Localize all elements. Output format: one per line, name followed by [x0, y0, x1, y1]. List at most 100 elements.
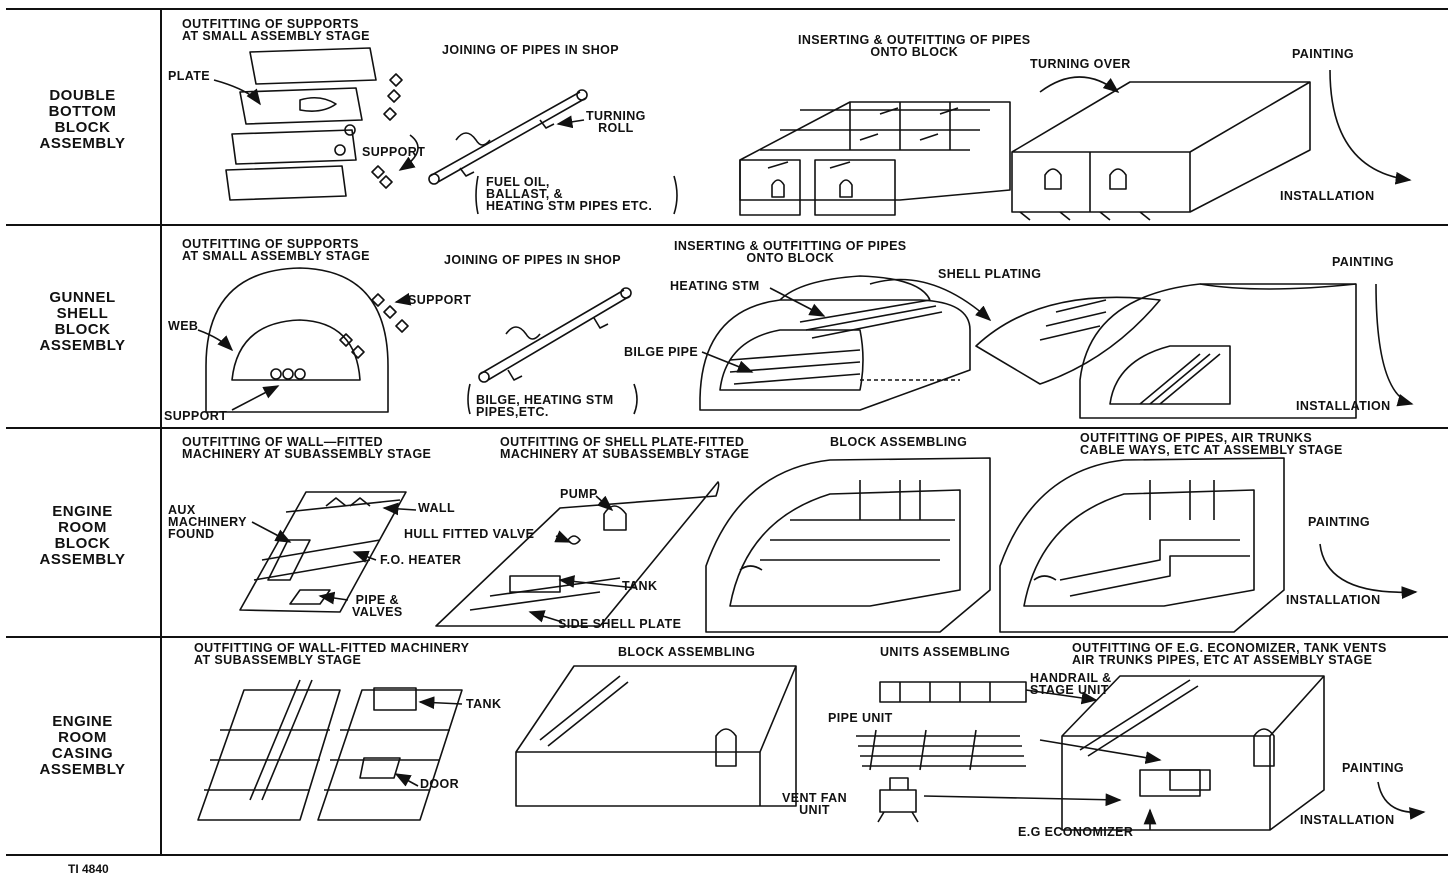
web-frame — [205, 267, 389, 413]
row-label-divider — [160, 8, 162, 856]
row-title-line: BOTTOM — [48, 103, 117, 120]
row-label-gunnel-shell: GUNNEL SHELL BLOCK ASSEMBLY — [10, 290, 155, 354]
caption-shell-plate-fitted: OUTFITTING OF SHELL PLATE-FITTED MACHINE… — [500, 435, 750, 461]
label-side-shell-plate: SIDE SHELL PLATE — [558, 617, 682, 631]
row-label-engine-room-block: ENGINE ROOM BLOCK ASSEMBLY — [10, 504, 155, 568]
units-assembly — [856, 681, 1027, 823]
label-installation-1: INSTALLATION — [1280, 189, 1375, 203]
supports-chain — [371, 73, 403, 189]
label-wall: WALL — [418, 501, 456, 515]
label-vent-fan-unit: VENT FAN UNIT — [782, 791, 848, 817]
label-door: DOOR — [420, 777, 460, 791]
caption-outfit-supports-2: OUTFITTING OF SUPPORTS AT SMALL ASSEMBLY… — [182, 237, 370, 263]
row-label-engine-room-casing: ENGINE ROOM CASING ASSEMBLY — [10, 714, 155, 778]
label-web: WEB — [168, 319, 199, 333]
label-handrail-stage-unit: HANDRAIL & STAGE UNIT — [1030, 671, 1112, 697]
block-with-pipes — [739, 101, 1011, 216]
caption-outfit-eg-economizer: OUTFITTING OF E.G. ECONOMIZER, TANK VENT… — [1072, 641, 1387, 667]
caption-units-assembling: UNITS ASSEMBLING — [880, 645, 1011, 659]
painting-arrow-4 — [1377, 781, 1426, 820]
caption-outfit-supports-1: OUTFITTING OF SUPPORTS AT SMALL ASSEMBLY… — [182, 17, 370, 43]
row-title-line: ROOM — [58, 519, 107, 536]
label-support-top: SUPPORT — [408, 293, 472, 307]
caption-block-assembling-2: BLOCK ASSEMBLING — [618, 645, 756, 659]
engine-room-block-1 — [705, 457, 991, 633]
label-eg-economizer: E.G ECONOMIZER — [1018, 825, 1134, 839]
grid-line-2 — [6, 427, 1448, 429]
casing-walls — [197, 679, 463, 821]
label-shell-plating: SHELL PLATING — [938, 267, 1042, 281]
row-title-line: BLOCK — [54, 321, 111, 338]
label-installation-3: INSTALLATION — [1286, 593, 1381, 607]
label-support-bottom: SUPPORT — [164, 409, 228, 423]
pipe-joining-row2 — [478, 287, 632, 383]
label-pump: PUMP — [560, 487, 598, 501]
label-painting-4: PAINTING — [1342, 761, 1404, 775]
caption-inserting-pipes-1: INSERTING & OUTFITTING OF PIPES ONTO BLO… — [798, 33, 1031, 59]
row-title-line: ASSEMBLY — [39, 551, 126, 568]
row-title-line: BLOCK — [54, 119, 111, 136]
caption-wall-fitted-casing: OUTFITTING OF WALL-FITTED MACHINERY AT S… — [194, 641, 470, 667]
caption-inserting-pipes-2: INSERTING & OUTFITTING OF PIPES ONTO BLO… — [674, 239, 907, 265]
label-tank-casing: TANK — [466, 697, 502, 711]
final-casing-block — [1061, 675, 1325, 831]
label-hull-fitted-valve: HULL FITTED VALVE — [404, 527, 535, 541]
row-title-line: ASSEMBLY — [39, 337, 126, 354]
label-tank: TANK — [622, 579, 658, 593]
engine-room-block-2 — [999, 457, 1285, 633]
painting-arrow-2 — [1375, 283, 1414, 407]
grid-line-bottom — [6, 854, 1448, 856]
pipe-joining-row1 — [428, 89, 588, 185]
grid-line-top — [6, 8, 1448, 10]
label-bilge-pipes: BILGE, HEATING STM PIPES,ETC. — [476, 393, 614, 419]
row-label-double-bottom: DOUBLE BOTTOM BLOCK ASSEMBLY — [10, 88, 155, 152]
row-title-line: ENGINE — [52, 503, 113, 520]
label-turning-over: TURNING OVER — [1030, 57, 1131, 71]
turned-block — [1011, 81, 1311, 221]
label-pipe-valves: PIPE & VALVES — [352, 593, 403, 619]
casing-block — [515, 665, 797, 807]
label-aux-machinery: AUX MACHINERY FOUND — [168, 503, 247, 541]
caption-block-assembling-1: BLOCK ASSEMBLING — [830, 435, 968, 449]
label-support: SUPPORT — [362, 145, 426, 159]
row-title-line: ASSEMBLY — [39, 761, 126, 778]
label-turning-roll: TURNING ROLL — [586, 109, 646, 135]
label-fuel-oil-pipes: FUEL OIL, BALLAST, & HEATING STM PIPES E… — [486, 175, 653, 213]
figure-code: TI 4840 — [68, 862, 109, 876]
painting-arrow-3 — [1319, 543, 1418, 600]
label-pipe-unit: PIPE UNIT — [828, 711, 893, 725]
grid-line-1 — [6, 224, 1448, 226]
painting-arrow-1 — [1329, 69, 1412, 185]
row-title-line: ASSEMBLY — [39, 135, 126, 152]
label-plate: PLATE — [168, 69, 211, 83]
caption-joining-pipes-2: JOINING OF PIPES IN SHOP — [444, 253, 621, 267]
caption-wall-fitted: OUTFITTING OF WALL—FITTED MACHINERY AT S… — [182, 435, 432, 461]
label-installation-4: INSTALLATION — [1300, 813, 1395, 827]
gunnel-block — [699, 275, 971, 411]
label-fo-heater: F.O. HEATER — [380, 553, 462, 567]
row-title-line: BLOCK — [54, 535, 111, 552]
turning-over-arrow — [1039, 76, 1120, 93]
double-bottom-plates — [225, 47, 377, 201]
row-title-line: ROOM — [58, 729, 107, 746]
row-title-line: DOUBLE — [49, 87, 116, 104]
label-painting-1: PAINTING — [1292, 47, 1354, 61]
support-arrow — [398, 134, 419, 171]
shell-plate-assembly — [435, 481, 720, 627]
shell-plate — [975, 296, 1161, 385]
row-title-line: GUNNEL — [49, 289, 116, 306]
row-title-line: SHELL — [56, 305, 109, 322]
label-installation-2: INSTALLATION — [1296, 399, 1391, 413]
label-heating-stm: HEATING STM — [670, 279, 760, 293]
finished-gunnel — [1079, 283, 1357, 419]
row-title-line: ENGINE — [52, 713, 113, 730]
row-title-line: CASING — [51, 745, 114, 762]
label-painting-3: PAINTING — [1308, 515, 1370, 529]
caption-joining-pipes-1: JOINING OF PIPES IN SHOP — [442, 43, 619, 57]
caption-outfit-pipes-trunks: OUTFITTING OF PIPES, AIR TRUNKS CABLE WA… — [1080, 431, 1343, 457]
label-bilge-pipe: BILGE PIPE — [624, 345, 699, 359]
grid-line-3 — [6, 636, 1448, 638]
label-painting-2: PAINTING — [1332, 255, 1394, 269]
